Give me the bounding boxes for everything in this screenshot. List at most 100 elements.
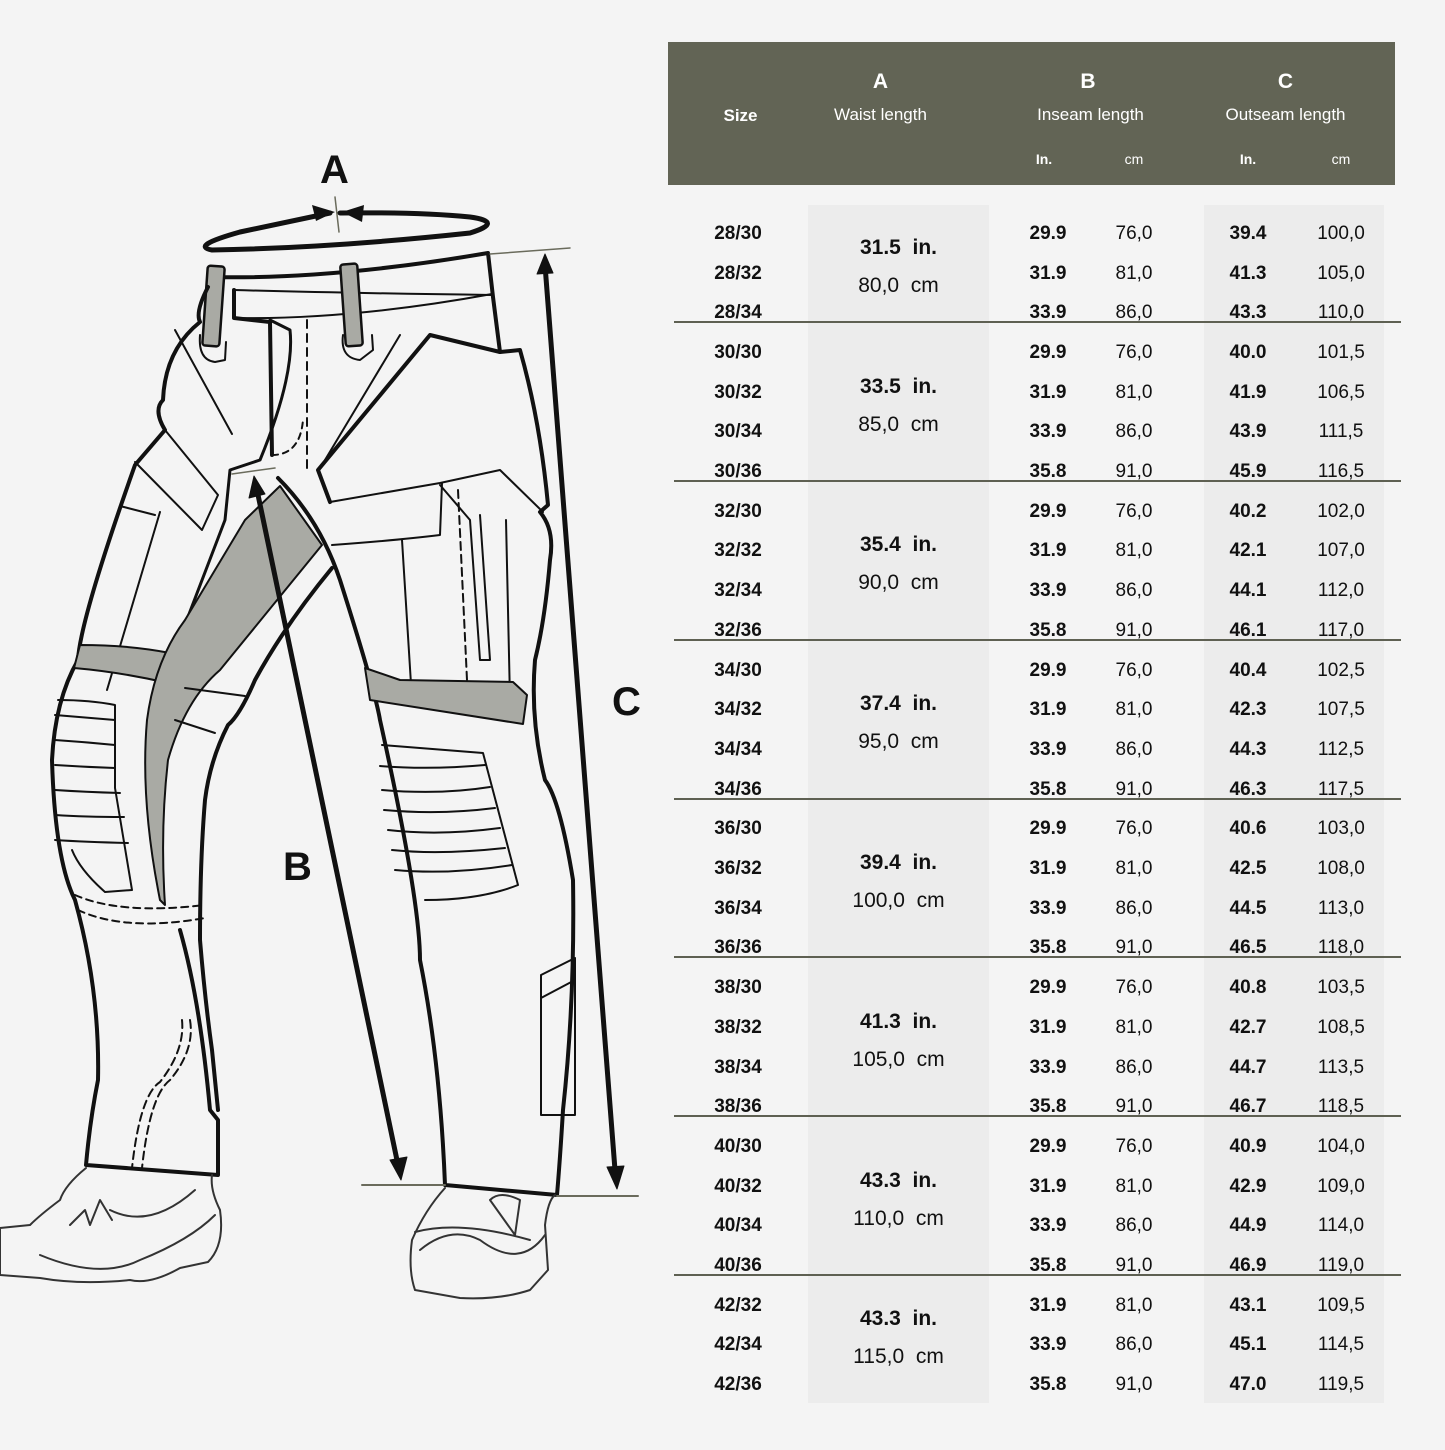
outseam-cm-cell: 109,5 (1317, 1294, 1365, 1316)
size-cell: 34/36 (714, 778, 762, 800)
inseam-cm-cell: 86,0 (1115, 302, 1153, 324)
outseam-cm-cell: 107,0 (1317, 540, 1365, 562)
outseam-in-cell: 46.9 (1229, 1255, 1267, 1277)
inseam-in-cell: 35.8 (1029, 778, 1067, 800)
outseam-cm-cell: 112,0 (1317, 580, 1365, 602)
outseam-cm-cell: 103,0 (1317, 818, 1365, 840)
header-c-unit-cm: cm (1331, 151, 1351, 167)
outseam-cm-cell: 114,0 (1317, 1215, 1365, 1237)
inseam-in-cell: 33.9 (1029, 1334, 1067, 1356)
outseam-in-cell: 42.3 (1229, 699, 1267, 721)
outseam-cm-cell: 110,0 (1317, 302, 1365, 324)
outseam-cm-cell: 119,5 (1317, 1374, 1365, 1396)
inseam-in-cell: 31.9 (1029, 699, 1067, 721)
outseam-cm-cell: 117,0 (1317, 619, 1365, 641)
pants-illustration: A B C (0, 0, 660, 1445)
size-cell: 36/30 (714, 818, 762, 840)
inseam-cm-cell: 91,0 (1115, 937, 1153, 959)
waist-inches: 33.5 in. (859, 374, 938, 398)
inseam-in-cell: 29.9 (1029, 222, 1067, 244)
inseam-in-cell: 29.9 (1029, 1135, 1067, 1157)
inseam-cm-cell: 76,0 (1115, 977, 1153, 999)
inseam-in-cell: 29.9 (1029, 500, 1067, 522)
group-divider (674, 638, 1401, 641)
inseam-cm-cell: 86,0 (1115, 897, 1153, 919)
size-cell: 38/32 (714, 1016, 762, 1038)
size-cell: 38/30 (714, 977, 762, 999)
outseam-cm-cell: 104,0 (1317, 1135, 1365, 1157)
inseam-cm-cell: 81,0 (1115, 858, 1153, 880)
table-header: Size A Waist length B Inseam length In. … (668, 42, 1395, 185)
inseam-in-cell: 33.9 (1029, 302, 1067, 324)
inseam-in-cell: 31.9 (1029, 381, 1067, 403)
inseam-cm-cell: 81,0 (1115, 1016, 1153, 1038)
header-inseam-length: Inseam length (1037, 105, 1144, 124)
waist-inches: 31.5 in. (859, 235, 938, 259)
header-b-unit-in: In. (1035, 151, 1053, 167)
outseam-in-cell: 42.5 (1229, 858, 1267, 880)
inseam-cm-cell: 86,0 (1115, 1334, 1153, 1356)
inseam-cm-cell: 91,0 (1115, 1374, 1153, 1396)
waist-centimeters: 115,0 cm (853, 1345, 944, 1369)
header-outseam-length: Outseam length (1225, 105, 1346, 124)
outseam-cm-cell: 103,5 (1317, 977, 1365, 999)
waist-cell: 39.4 in.100,0 cm (808, 851, 989, 913)
outseam-cm-cell: 113,5 (1317, 1056, 1365, 1078)
outseam-in-cell: 44.3 (1229, 738, 1267, 760)
outseam-in-cell: 46.3 (1229, 778, 1267, 800)
inseam-cm-cell: 86,0 (1115, 580, 1153, 602)
inseam-in-cell: 29.9 (1029, 659, 1067, 681)
waist-cell: 31.5 in.80,0 cm (808, 236, 989, 298)
size-cell: 28/34 (714, 302, 762, 324)
inseam-cm-cell: 81,0 (1115, 1175, 1153, 1197)
group-divider (674, 1273, 1401, 1276)
inseam-cm-cell: 76,0 (1115, 818, 1153, 840)
outseam-cm-cell: 108,5 (1317, 1016, 1365, 1038)
inseam-cm-cell: 86,0 (1115, 1215, 1153, 1237)
outseam-in-cell: 44.1 (1229, 580, 1267, 602)
waist-cell: 43.3 in.115,0 cm (808, 1307, 989, 1369)
outseam-in-cell: 42.7 (1229, 1016, 1267, 1038)
outseam-in-cell: 46.1 (1229, 619, 1267, 641)
waist-cell: 41.3 in.105,0 cm (808, 1010, 989, 1072)
inseam-cm-cell: 76,0 (1115, 222, 1153, 244)
dimension-label-c: C (612, 680, 641, 724)
outseam-in-cell: 40.9 (1229, 1135, 1267, 1157)
outseam-in-cell: 46.5 (1229, 937, 1267, 959)
waist-centimeters: 95,0 cm (858, 730, 939, 754)
outseam-in-cell: 40.0 (1229, 341, 1267, 363)
size-cell: 38/34 (714, 1056, 762, 1078)
size-cell: 40/30 (714, 1135, 762, 1157)
size-cell: 32/30 (714, 500, 762, 522)
size-cell: 30/32 (714, 381, 762, 403)
outseam-cm-cell: 107,5 (1317, 699, 1365, 721)
group-divider (674, 797, 1401, 800)
group-divider (674, 956, 1401, 959)
waist-centimeters: 110,0 cm (853, 1206, 944, 1230)
inseam-in-cell: 31.9 (1029, 540, 1067, 562)
inseam-in-cell: 35.8 (1029, 1096, 1067, 1118)
outseam-cm-cell: 105,0 (1317, 262, 1365, 284)
inseam-cm-cell: 81,0 (1115, 540, 1153, 562)
waist-inches: 39.4 in. (859, 850, 938, 874)
header-c-unit-in: In. (1239, 151, 1257, 167)
size-cell: 38/36 (714, 1096, 762, 1118)
inseam-in-cell: 29.9 (1029, 977, 1067, 999)
inseam-in-cell: 33.9 (1029, 897, 1067, 919)
size-cell: 36/36 (714, 937, 762, 959)
outseam-in-cell: 43.9 (1229, 421, 1267, 443)
size-cell: 30/30 (714, 341, 762, 363)
size-cell: 28/32 (714, 262, 762, 284)
outseam-in-cell: 42.9 (1229, 1175, 1267, 1197)
